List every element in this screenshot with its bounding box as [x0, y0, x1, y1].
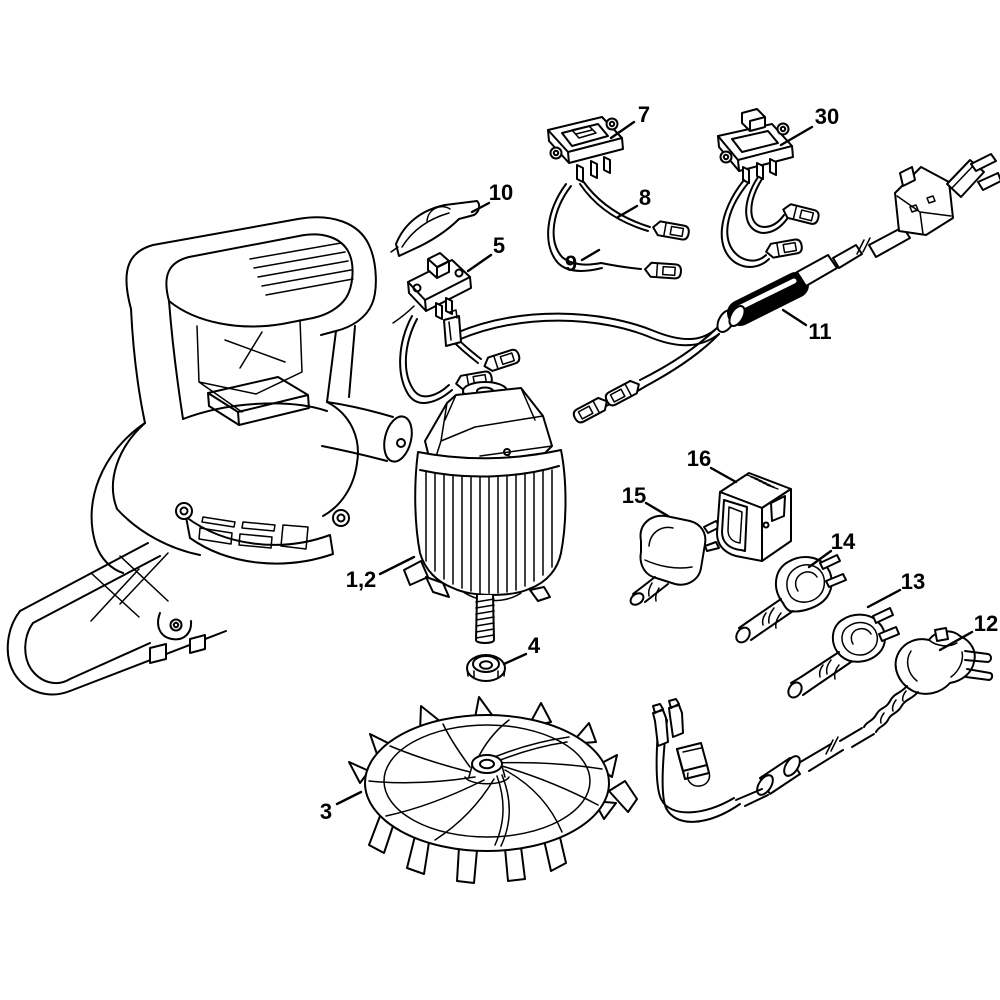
part-ref-4: 4	[528, 633, 541, 658]
part-ref-15: 15	[622, 483, 646, 508]
part-ref-8: 8	[639, 185, 651, 210]
part-ref-3: 3	[320, 799, 332, 824]
leader-line	[616, 204, 639, 219]
blower-housing	[6, 216, 413, 696]
part-ref-12: 12	[974, 611, 998, 636]
electric-motor-part-1-2	[403, 381, 567, 644]
leader-line	[580, 248, 601, 262]
label-part-9: 9	[565, 248, 601, 276]
power-cord-part-12	[652, 627, 994, 823]
label-part-13: 13	[866, 569, 925, 609]
switch-cover-part-10	[390, 200, 481, 257]
wire-harness	[399, 309, 720, 426]
part-ref-7: 7	[638, 102, 650, 127]
part-ref-1-2: 1,2	[346, 567, 377, 592]
part-ref-10: 10	[489, 180, 513, 205]
leader-line	[781, 308, 808, 327]
label-part-11: 11	[781, 308, 832, 344]
label-part-10: 10	[470, 180, 513, 214]
label-part-30: 30	[779, 104, 839, 147]
leader-line	[709, 466, 738, 484]
part-ref-13: 13	[901, 569, 925, 594]
leader-line	[335, 790, 363, 806]
leader-line	[502, 652, 528, 666]
leader-line	[938, 630, 974, 652]
switch-assembly-part-7	[547, 116, 691, 280]
connector-part-16	[716, 472, 792, 562]
label-part-16: 16	[687, 446, 738, 484]
part-ref-16: 16	[687, 446, 711, 471]
label-part-15: 15	[622, 483, 670, 518]
part-ref-9: 9	[565, 251, 577, 276]
part-ref-11: 11	[808, 319, 831, 344]
label-part-7: 7	[609, 102, 650, 140]
leader-line	[807, 549, 833, 569]
leader-line	[466, 253, 493, 273]
leader-line	[779, 125, 814, 147]
plug-part-14	[735, 554, 847, 644]
leader-line	[866, 588, 902, 609]
label-part-4: 4	[502, 633, 541, 666]
leader-line	[644, 501, 670, 518]
leader-line	[609, 120, 636, 140]
fan-wheel-part-3	[348, 696, 638, 884]
plug-part-15	[629, 514, 721, 606]
part-labels: 1,2 3 4 5 7 8 9 10	[320, 102, 998, 824]
power-cord-part-11	[716, 153, 1000, 333]
part-ref-30: 30	[815, 104, 839, 129]
label-part-12: 12	[938, 611, 998, 652]
part-ref-5: 5	[493, 233, 505, 258]
label-part-14: 14	[807, 529, 856, 569]
switch-part-5	[392, 252, 472, 324]
label-part-8: 8	[616, 185, 651, 219]
plug-part-13	[787, 607, 900, 699]
leader-line	[470, 201, 491, 214]
label-part-5: 5	[466, 233, 505, 273]
switch-assembly-part-30	[717, 108, 821, 268]
part-ref-14: 14	[831, 529, 856, 554]
nut-part-4	[466, 654, 506, 682]
leader-line	[378, 555, 416, 576]
label-part-3: 3	[320, 790, 363, 824]
label-part-1-2: 1,2	[346, 555, 416, 592]
